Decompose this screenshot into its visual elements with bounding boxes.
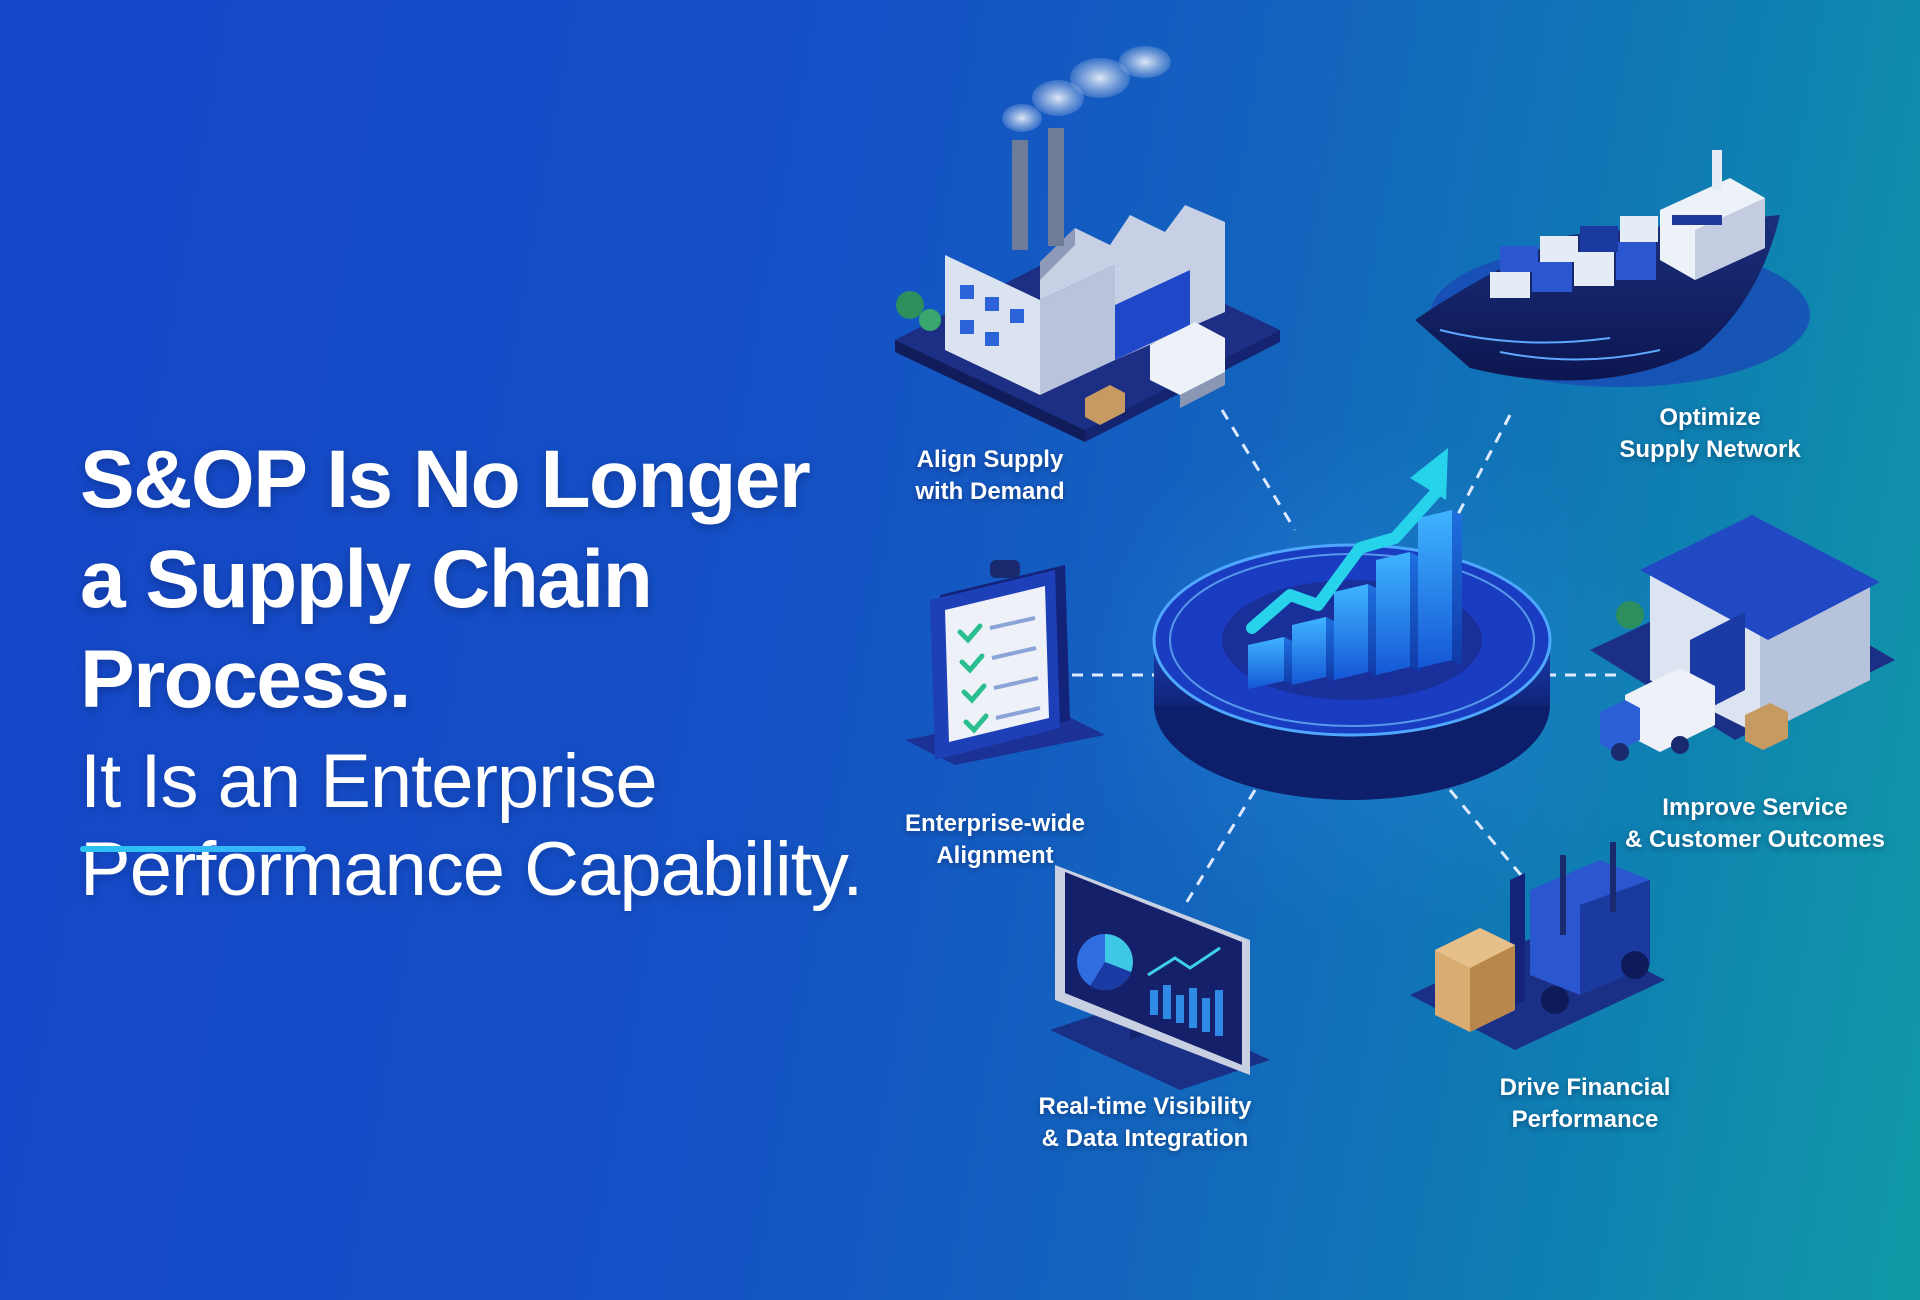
growth-bar-chart-icon (1152, 448, 1552, 800)
headline-line-4: Performance Capability. (80, 827, 863, 912)
node-label-optimize-supply-network: Optimize Supply Network (1619, 404, 1801, 463)
cargo-ship-icon (1415, 150, 1810, 387)
node-label-real-time-visibility: Real-time Visibility & Data Integration (1038, 1093, 1252, 1152)
accent-underline (80, 846, 306, 852)
connector-align-supply (1220, 409, 1297, 531)
node-label-enterprise-alignment: Enterprise-wide Alignment (904, 810, 1086, 869)
warehouse-truck-icon (1590, 515, 1895, 761)
connector-optimize-network (1453, 414, 1512, 521)
clipboard-checklist-icon (905, 560, 1105, 765)
dashboard-monitor-icon (1050, 865, 1270, 1090)
connector-drive-financial (1448, 789, 1527, 881)
forklift-icon (1410, 842, 1665, 1050)
node-label-drive-financial: Drive Financial Performance (1499, 1074, 1671, 1133)
node-label-improve-service: Improve Service & Customer Outcomes (1624, 794, 1886, 853)
node-label-align-supply: Align Supply with Demand (915, 446, 1065, 505)
connector-real-time-visibility (1183, 789, 1257, 906)
headline-line-1: S&OP Is No Longer (80, 434, 811, 525)
connector-lines (1072, 409, 1625, 906)
headline-line-3: It Is an Enterprise (80, 739, 658, 824)
factory-icon (895, 46, 1280, 442)
headline-line-2: a Supply Chain Process. (80, 534, 653, 725)
headline: S&OP Is No Longer a Supply Chain Process… (80, 430, 980, 914)
